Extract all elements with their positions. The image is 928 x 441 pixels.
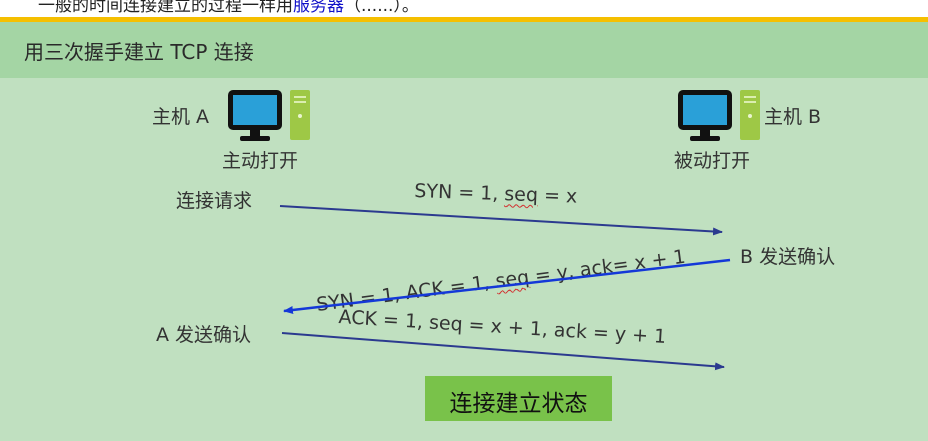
- arrow-syn: [279, 205, 723, 236]
- arrow-ack: [281, 332, 725, 371]
- step3-left-label: A 发送确认: [156, 324, 252, 346]
- accent-divider: [0, 17, 928, 22]
- top-text-highlight: 服务器: [293, 0, 344, 16]
- computer-a-icon: [228, 90, 310, 141]
- computer-b-icon: [678, 90, 760, 141]
- host-b-state: 被动打开: [674, 150, 751, 172]
- status-box: 连接建立状态: [425, 376, 612, 421]
- top-text: 一般的时间连接建立的过程一样用服务器（......）。: [38, 0, 419, 16]
- handshake-arrows: [279, 205, 731, 371]
- slide: 用三次握手建立 TCP 连接 主机 A 主动打开 主机 B 被动打开 连接请求 …: [0, 22, 928, 441]
- title-bar: 用三次握手建立 TCP 连接: [0, 22, 928, 78]
- host-a-label: 主机 A: [152, 106, 210, 128]
- slide-title: 用三次握手建立 TCP 连接: [24, 40, 254, 64]
- host-a-state: 主动打开: [222, 150, 299, 172]
- status-text: 连接建立状态: [449, 391, 588, 417]
- step1-left-label: 连接请求: [176, 190, 253, 212]
- arrow-syn-ack: [283, 258, 731, 314]
- step2-right-label: B 发送确认: [740, 246, 836, 268]
- top-text-strip: 一般的时间连接建立的过程一样用服务器（......）。: [0, 0, 928, 17]
- host-b-label: 主机 B: [764, 106, 822, 128]
